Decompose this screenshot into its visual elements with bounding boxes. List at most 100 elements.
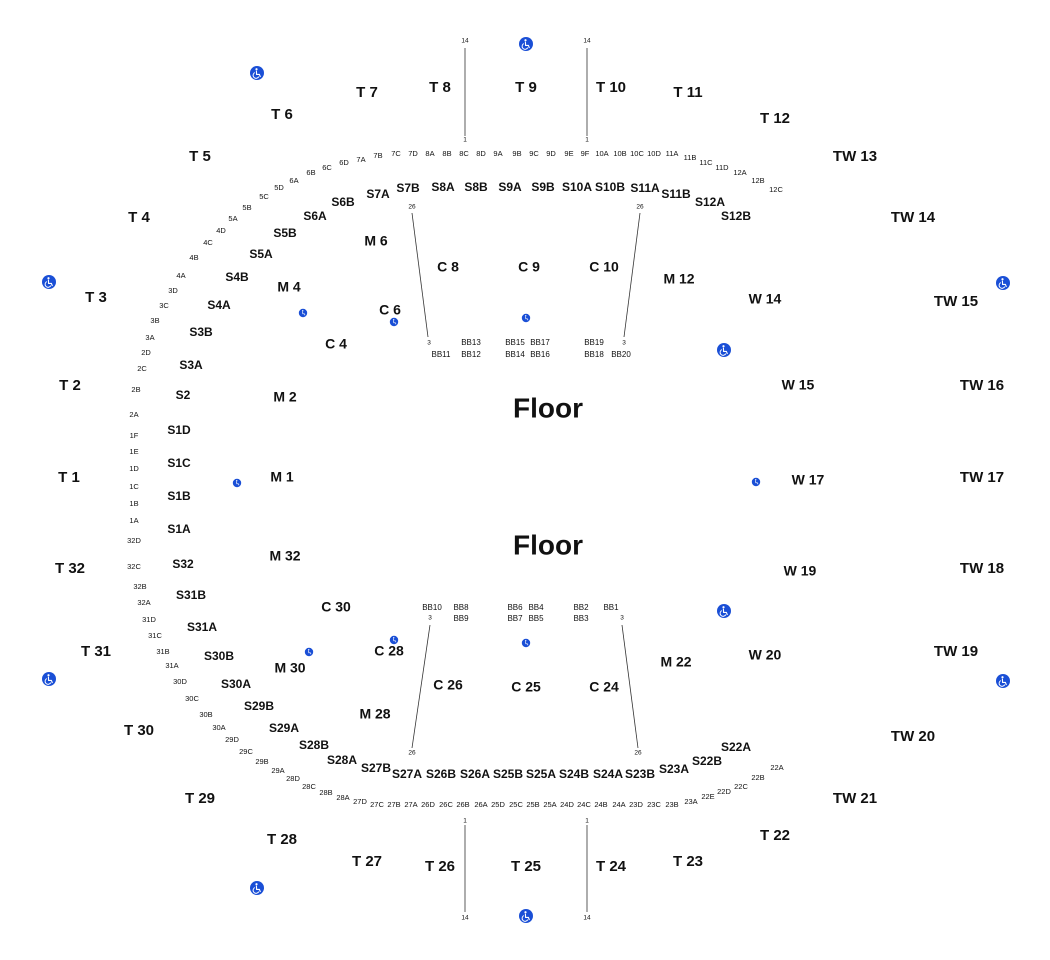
suite-s25b[interactable]: S25B xyxy=(493,767,523,781)
suite-s28a[interactable]: S28A xyxy=(327,753,357,767)
floor-box[interactable]: BB20 xyxy=(611,350,631,359)
rim-section[interactable]: 22C xyxy=(734,782,748,791)
rim-section[interactable]: 6D xyxy=(339,158,349,167)
floor-box[interactable]: BB9 xyxy=(453,614,469,623)
rim-section[interactable]: 31D xyxy=(142,615,156,624)
rim-section[interactable]: 22D xyxy=(717,787,731,796)
section-c26[interactable]: C 26 xyxy=(433,677,463,693)
floor-box[interactable]: BB16 xyxy=(530,350,550,359)
section-t26[interactable]: T 26 xyxy=(425,858,455,875)
rim-section[interactable]: 10D xyxy=(647,149,661,158)
rim-section[interactable]: 10A xyxy=(595,149,608,158)
rim-section[interactable]: 8B xyxy=(442,149,451,158)
section-t10[interactable]: T 10 xyxy=(596,79,626,96)
rim-section[interactable]: 28D xyxy=(286,774,300,783)
rim-section[interactable]: 1A xyxy=(129,516,138,525)
suite-s24a[interactable]: S24A xyxy=(593,767,623,781)
rim-section[interactable]: 7B xyxy=(373,151,382,160)
suite-s26b[interactable]: S26B xyxy=(426,767,456,781)
rim-section[interactable]: 30D xyxy=(173,677,187,686)
suite-s29b[interactable]: S29B xyxy=(244,699,274,713)
section-t12[interactable]: T 12 xyxy=(760,110,790,127)
section-m22[interactable]: M 22 xyxy=(660,654,691,670)
suite-s32[interactable]: S32 xyxy=(172,557,194,571)
rim-section[interactable]: 10C xyxy=(630,149,644,158)
rim-section[interactable]: 2B xyxy=(131,385,140,394)
rim-section[interactable]: 3D xyxy=(168,286,178,295)
suite-s27b[interactable]: S27B xyxy=(361,761,391,775)
rim-section[interactable]: 9F xyxy=(581,149,590,158)
suite-s29a[interactable]: S29A xyxy=(269,721,299,735)
rim-section[interactable]: 30C xyxy=(185,694,199,703)
section-c28[interactable]: C 28 xyxy=(374,643,404,659)
rim-section[interactable]: 26A xyxy=(474,800,487,809)
rim-section[interactable]: 3B xyxy=(150,316,159,325)
rim-section[interactable]: 11D xyxy=(715,163,729,172)
section-tw15[interactable]: TW 15 xyxy=(934,293,978,310)
suite-s30a[interactable]: S30A xyxy=(221,677,251,691)
section-m12[interactable]: M 12 xyxy=(663,271,694,287)
suite-s6b[interactable]: S6B xyxy=(331,195,355,209)
section-tw16[interactable]: TW 16 xyxy=(960,377,1004,394)
rim-section[interactable]: 32C xyxy=(127,562,141,571)
rim-section[interactable]: 2D xyxy=(141,348,151,357)
floor-box[interactable]: BB17 xyxy=(530,338,550,347)
section-t22[interactable]: T 22 xyxy=(760,827,790,844)
section-t5[interactable]: T 5 xyxy=(189,148,211,165)
rim-section[interactable]: 26D xyxy=(421,800,435,809)
rim-section[interactable]: 6B xyxy=(306,168,315,177)
floor-box[interactable]: BB15 xyxy=(505,338,525,347)
floor-box[interactable]: BB6 xyxy=(507,603,523,612)
rim-section[interactable]: 27D xyxy=(353,797,367,806)
rim-section[interactable]: 25B xyxy=(526,800,539,809)
section-t28[interactable]: T 28 xyxy=(267,831,297,848)
rim-section[interactable]: 27B xyxy=(387,800,400,809)
rim-section[interactable]: 28C xyxy=(302,782,316,791)
suite-s26a[interactable]: S26A xyxy=(460,767,490,781)
rim-section[interactable]: 5C xyxy=(259,192,269,201)
rim-section[interactable]: 3C xyxy=(159,301,169,310)
rim-section[interactable]: 9E xyxy=(564,149,573,158)
section-t8[interactable]: T 8 xyxy=(429,79,451,96)
section-c24[interactable]: C 24 xyxy=(589,679,619,695)
suite-s1a[interactable]: S1A xyxy=(167,522,191,536)
floor-box[interactable]: BB11 xyxy=(432,350,452,359)
rim-section[interactable]: 23A xyxy=(684,797,697,806)
section-tw13[interactable]: TW 13 xyxy=(833,148,877,165)
rim-section[interactable]: 7A xyxy=(356,155,365,164)
section-c10[interactable]: C 10 xyxy=(589,259,619,275)
rim-section[interactable]: 29D xyxy=(225,735,239,744)
section-tw20[interactable]: TW 20 xyxy=(891,728,935,745)
floor-box[interactable]: BB2 xyxy=(573,603,589,612)
section-c9[interactable]: C 9 xyxy=(518,259,540,275)
rim-section[interactable]: 2C xyxy=(137,364,147,373)
section-t2[interactable]: T 2 xyxy=(59,377,81,394)
floor-box[interactable]: BB3 xyxy=(573,614,589,623)
floor-box[interactable]: BB19 xyxy=(584,338,604,347)
rim-section[interactable]: 32D xyxy=(127,536,141,545)
suite-s11b[interactable]: S11B xyxy=(661,187,691,201)
rim-section[interactable]: 30B xyxy=(199,710,212,719)
rim-section[interactable]: 22A xyxy=(770,763,783,772)
rim-section[interactable]: 22B xyxy=(751,773,764,782)
section-w17[interactable]: W 17 xyxy=(792,472,825,488)
floor-box[interactable]: BB8 xyxy=(453,603,469,612)
rim-section[interactable]: 24D xyxy=(560,800,574,809)
section-m32[interactable]: M 32 xyxy=(269,548,300,564)
section-m6[interactable]: M 6 xyxy=(364,233,388,249)
rim-section[interactable]: 11C xyxy=(699,158,713,167)
rim-section[interactable]: 32A xyxy=(137,598,150,607)
rim-section[interactable]: 29B xyxy=(255,757,268,766)
suite-s8b[interactable]: S8B xyxy=(464,180,488,194)
section-m30[interactable]: M 30 xyxy=(274,660,305,676)
rim-section[interactable]: 25A xyxy=(543,800,556,809)
rim-section[interactable]: 27A xyxy=(404,800,417,809)
rim-section[interactable]: 28B xyxy=(319,788,332,797)
rim-section[interactable]: 31C xyxy=(148,631,162,640)
section-c30[interactable]: C 30 xyxy=(321,599,351,615)
section-t29[interactable]: T 29 xyxy=(185,790,215,807)
floor-box[interactable]: BB7 xyxy=(507,614,523,623)
suite-s31b[interactable]: S31B xyxy=(176,588,206,602)
rim-section[interactable]: 3A xyxy=(145,333,154,342)
section-w14[interactable]: W 14 xyxy=(749,291,782,307)
